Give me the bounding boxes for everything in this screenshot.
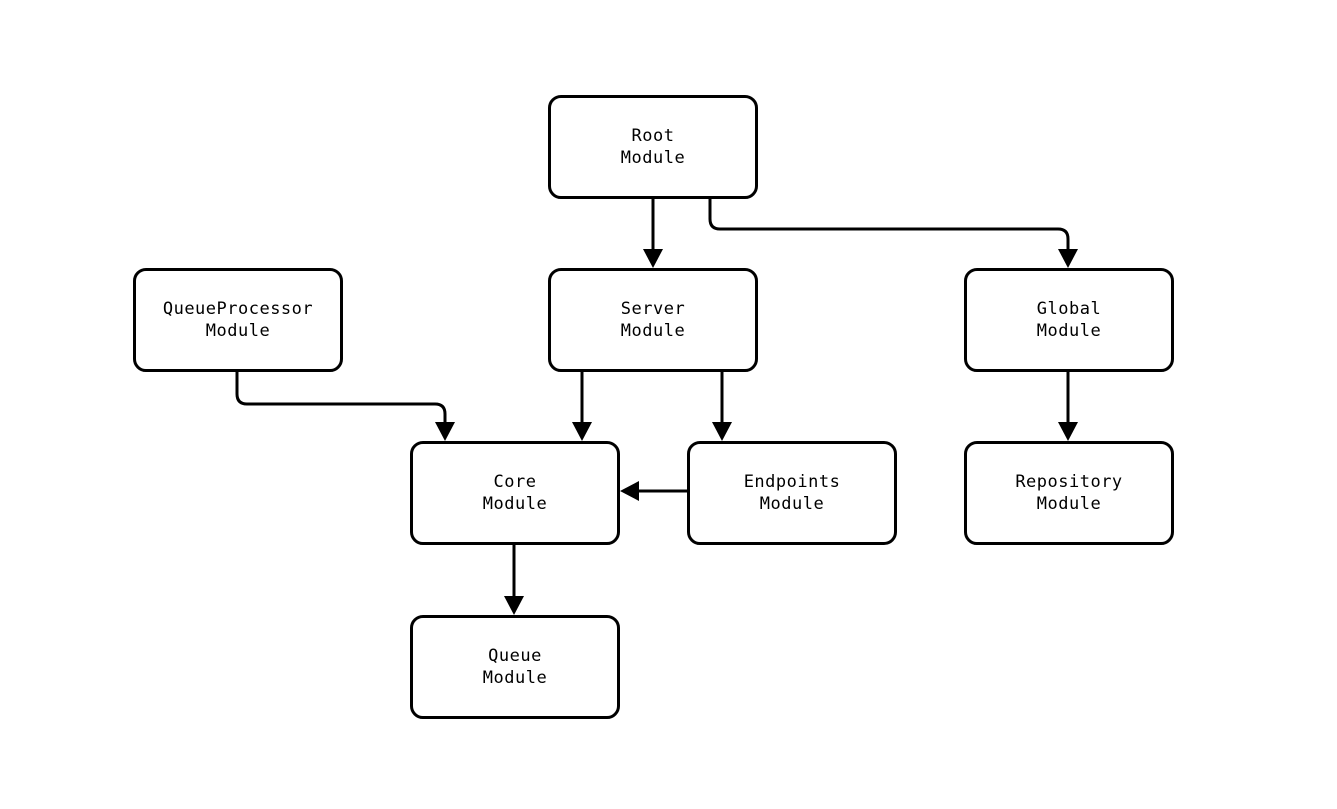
- edge-core-to-queue-arrowhead: [504, 596, 524, 615]
- queue-module-label-line-1: Queue: [488, 646, 542, 666]
- edge-queueprocessor-to-core-arrowhead: [435, 422, 455, 441]
- edge-server-to-endpoints-arrowhead: [712, 422, 732, 441]
- edge-server-to-core-arrowhead: [572, 422, 592, 441]
- repository-module-label-line-1: Repository: [1015, 472, 1123, 492]
- repository-module-label-line-2: Module: [1036, 494, 1102, 514]
- server-module-label-line-2: Module: [620, 321, 686, 341]
- queueprocessor-module-label-line-1: QueueProcessor: [162, 299, 314, 319]
- core-module-label-line-1: Core: [493, 472, 537, 492]
- edge-root-to-global: [708, 199, 1070, 250]
- global-module-label-line-1: Global: [1036, 299, 1102, 319]
- edge-queueprocessor-to-core: [235, 372, 447, 423]
- root-module-label-line-2: Module: [620, 148, 686, 168]
- edge-root-to-server-arrowhead: [643, 249, 663, 268]
- core-module-label-line-2: Module: [482, 494, 548, 514]
- endpoints-module-label-line-1: Endpoints: [743, 472, 841, 492]
- edge-endpoints-to-core-arrowhead: [620, 481, 639, 501]
- queueprocessor-module-label-line-2: Module: [205, 321, 271, 341]
- endpoints-module-label-line-2: Module: [759, 494, 825, 514]
- root-module-label-line-1: Root: [631, 126, 675, 146]
- edge-root-to-global-arrowhead: [1058, 249, 1078, 268]
- edge-global-to-repository-arrowhead: [1058, 422, 1078, 441]
- global-module-label-line-2: Module: [1036, 321, 1102, 341]
- queue-module-label-line-2: Module: [482, 668, 548, 688]
- server-module-label-line-1: Server: [620, 299, 686, 319]
